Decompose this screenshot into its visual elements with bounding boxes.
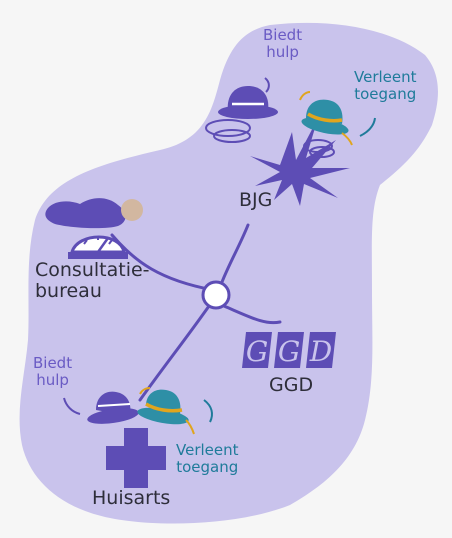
teal-hat-icon xyxy=(299,91,353,146)
hub-icon xyxy=(201,280,231,310)
label-bjg-verleent-toegang: Verleent toegang xyxy=(354,68,417,103)
label-consultatiebureau: Consultatie- bureau xyxy=(35,259,150,303)
hat-icon xyxy=(87,391,139,424)
ggd-logo-icon: G G D xyxy=(242,332,336,368)
svg-text:G: G xyxy=(278,335,300,368)
label-huisarts-verleent-toegang: Verleent toegang xyxy=(176,441,239,476)
line-ggd xyxy=(222,304,282,325)
label-ggd: GGD xyxy=(269,374,314,396)
svg-text:G: G xyxy=(246,335,268,368)
svg-text:D: D xyxy=(309,335,332,368)
label-huisarts: Huisarts xyxy=(92,487,171,509)
scale-icon xyxy=(45,198,143,259)
splash-icon xyxy=(205,118,350,206)
cross-icon xyxy=(106,428,166,488)
label-huisarts-biedt-hulp: Biedt hulp xyxy=(33,354,73,389)
label-bjg: BJG xyxy=(239,189,273,211)
line-huisarts xyxy=(138,304,211,402)
line-bjg xyxy=(220,223,250,284)
label-bjg-biedt-hulp: Biedt hulp xyxy=(263,26,303,61)
teal-hat-icon xyxy=(137,387,195,435)
hat-icon xyxy=(218,86,278,119)
